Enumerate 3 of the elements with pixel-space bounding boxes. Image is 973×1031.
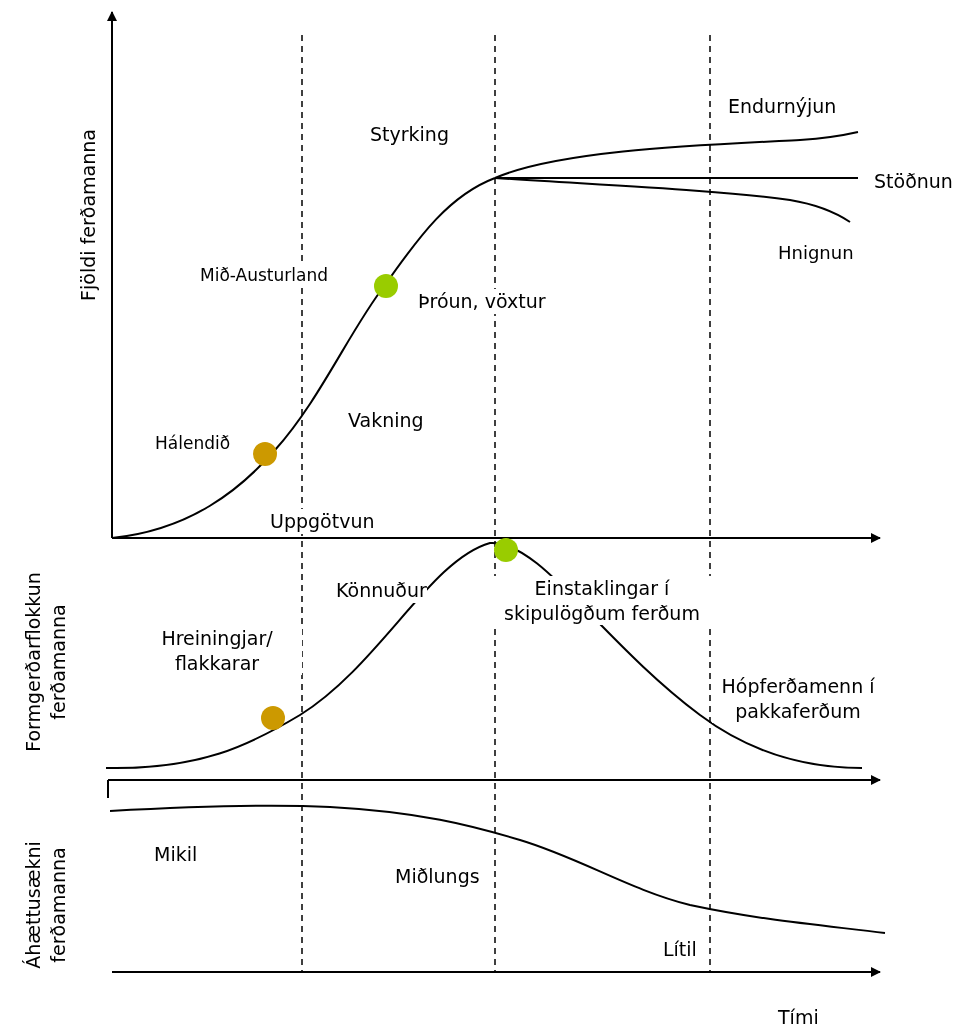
stage-label: Uppgötvun [270,509,375,534]
stage-label: Endurnýjun [728,94,837,119]
stage-label: Þróun, vöxtur [418,289,546,314]
